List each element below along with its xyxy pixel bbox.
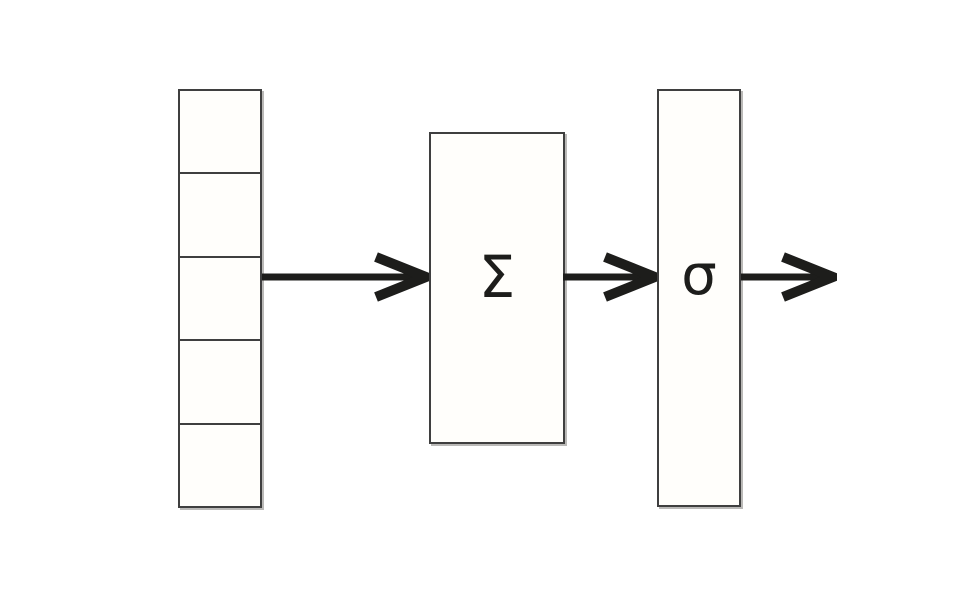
activation-box: σ: [657, 89, 741, 507]
output-arrow-icon: [741, 252, 837, 302]
activation-symbol: σ: [681, 243, 717, 308]
input-cell: [180, 422, 260, 507]
input-cell: [180, 172, 260, 256]
sum-box: Σ: [429, 132, 565, 444]
sum-symbol: Σ: [478, 243, 516, 311]
input-cell: [180, 339, 260, 423]
input-cell: [180, 255, 260, 340]
sum-to-activation-arrow-icon: [563, 252, 659, 302]
input-cell: [180, 91, 260, 173]
input-to-sum-arrow-icon: [262, 252, 432, 302]
input-vector: [178, 89, 262, 508]
